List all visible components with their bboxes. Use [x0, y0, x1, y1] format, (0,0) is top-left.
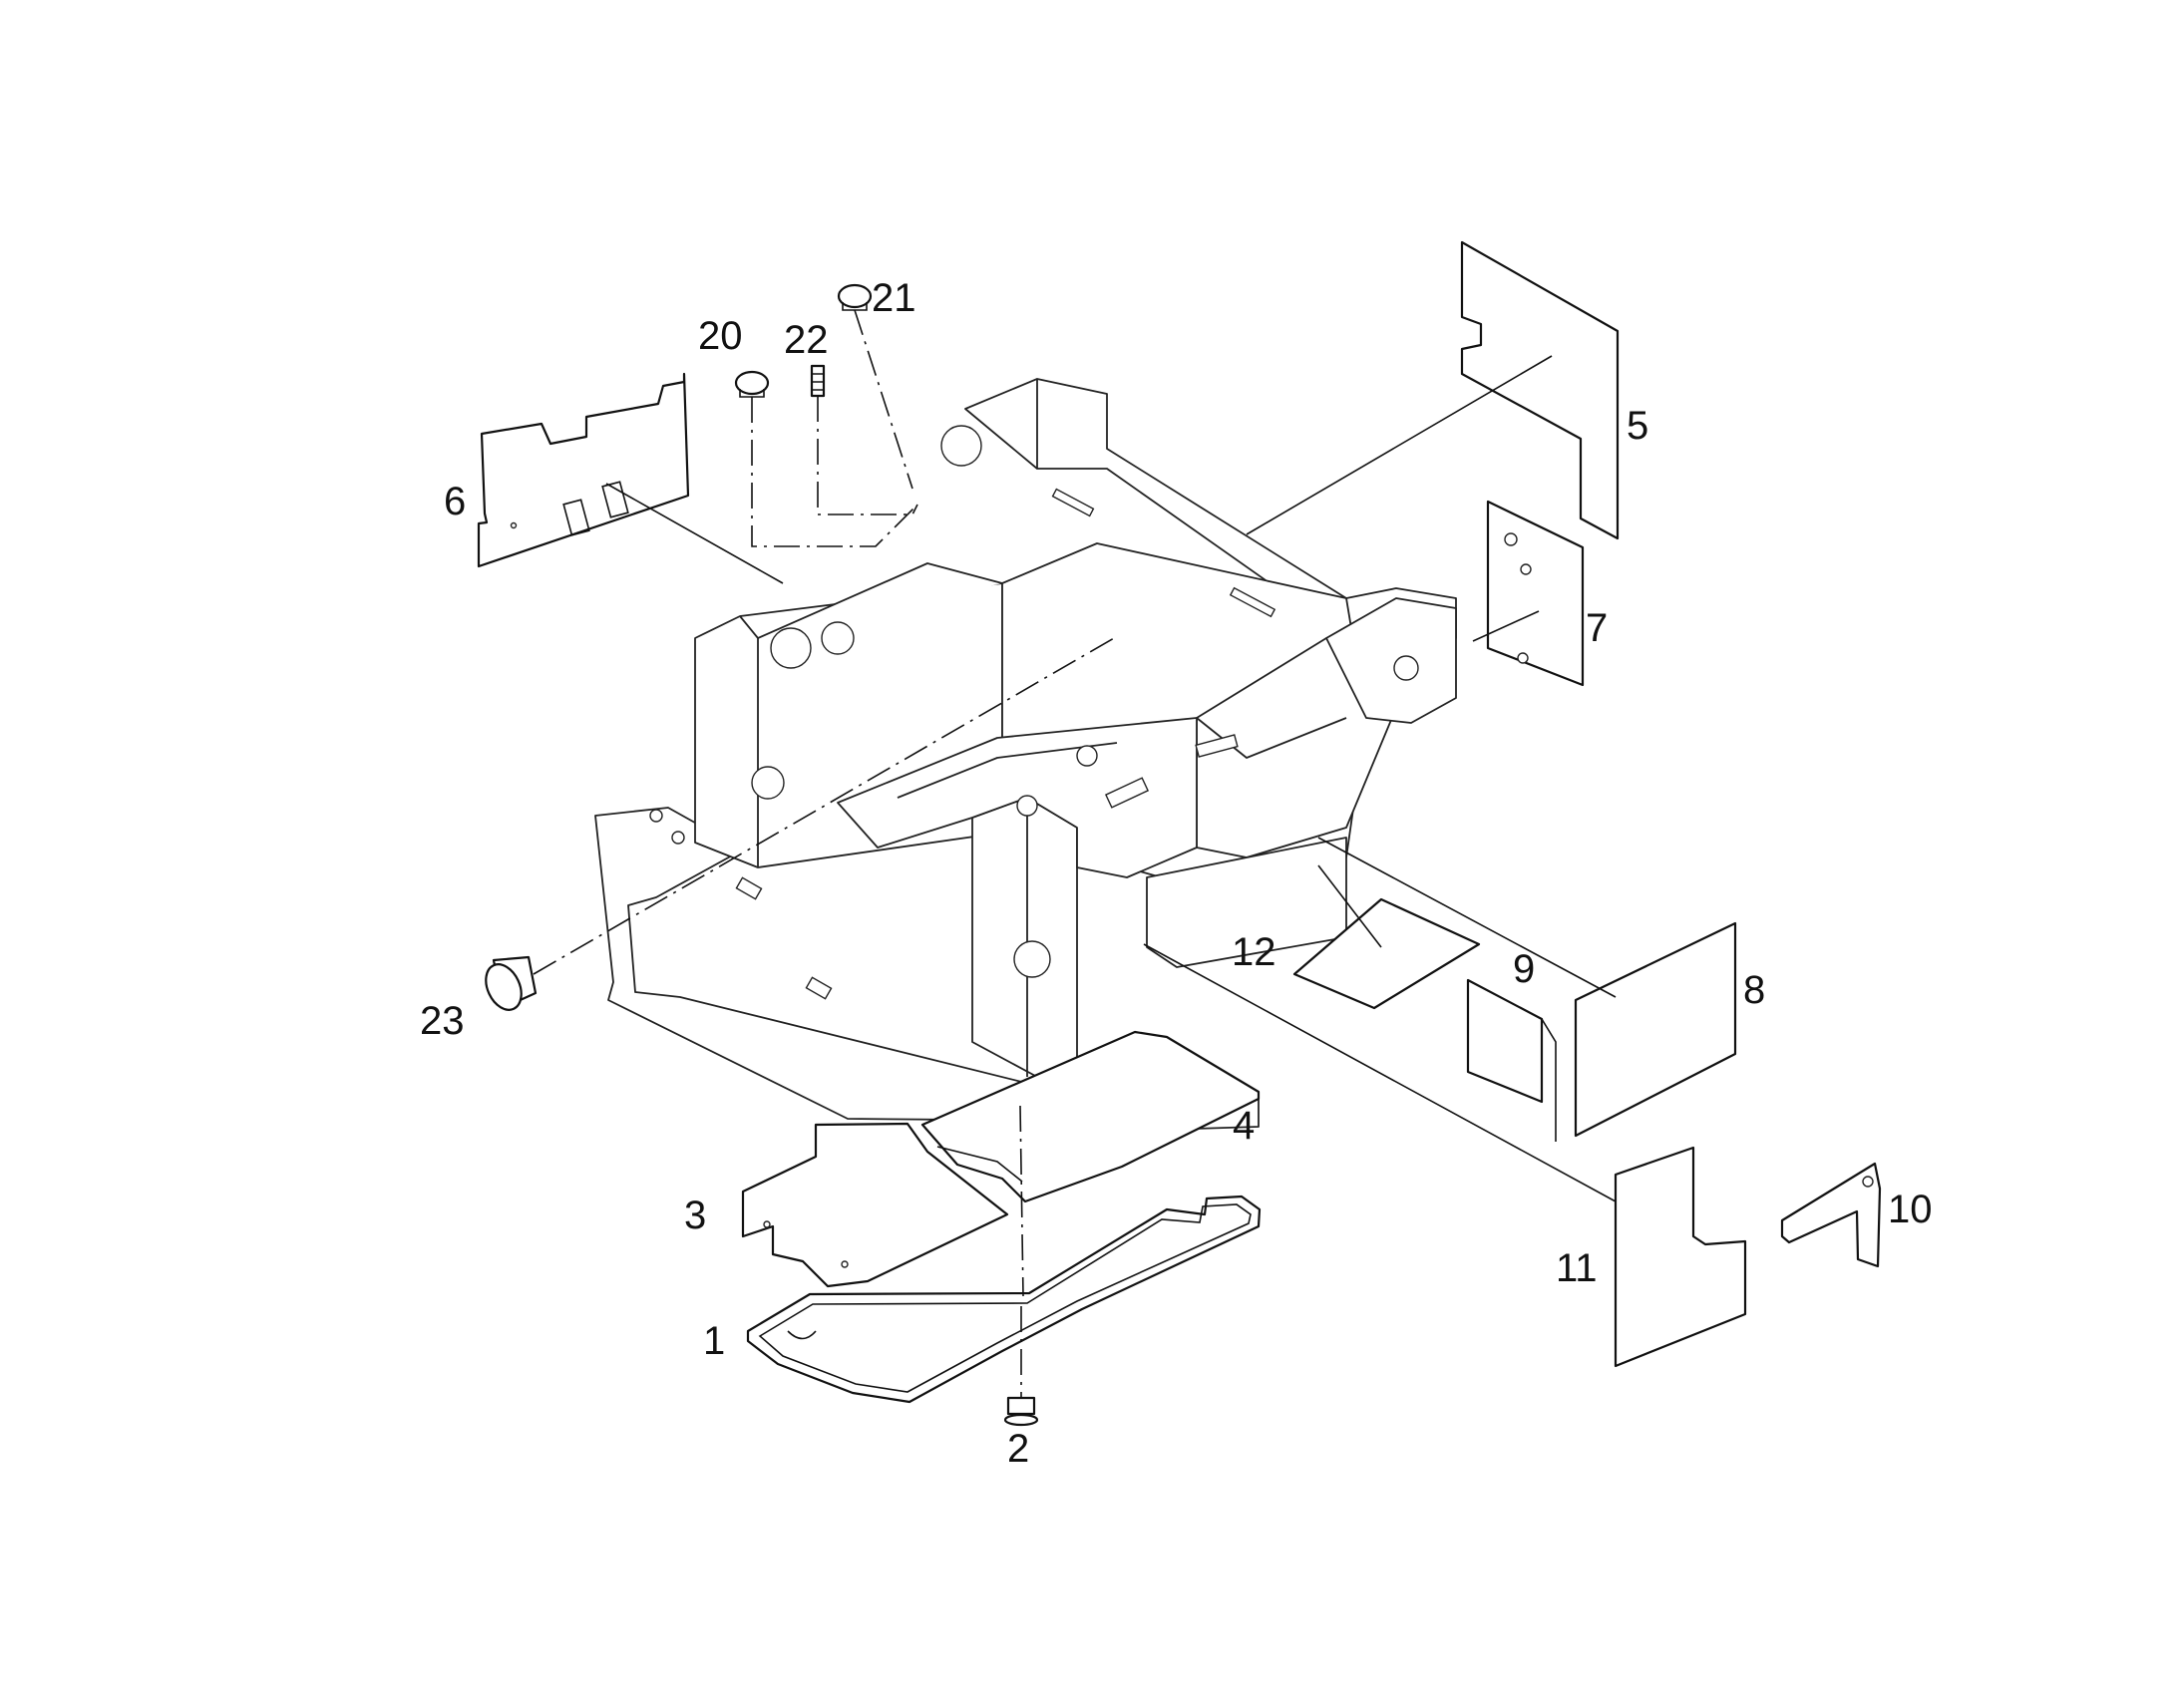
screw-part-22 [810, 364, 826, 398]
callout-10: 10 [1888, 1188, 1933, 1231]
callout-8: 8 [1743, 968, 1765, 1012]
callout-1: 1 [703, 1319, 725, 1363]
callout-20: 20 [698, 314, 743, 358]
mat-part-4 [920, 1030, 1261, 1203]
bracket-part-10 [1780, 1162, 1882, 1268]
panel-part-9 [1466, 978, 1557, 1142]
cap-part-23 [485, 955, 538, 1011]
panel-part-6 [477, 372, 690, 568]
plug-part-20 [734, 370, 770, 398]
mat-part-3 [741, 1122, 1009, 1288]
panel-part-5 [1460, 240, 1620, 540]
callout-21: 21 [872, 276, 916, 320]
main-frame [594, 378, 1457, 1132]
callout-labels: 1 2 3 4 5 6 7 8 9 10 11 12 20 21 22 23 [420, 276, 1933, 1471]
mat-part-1 [746, 1195, 1262, 1404]
plug-part-21 [837, 283, 873, 311]
callout-12: 12 [1232, 930, 1276, 974]
callout-2: 2 [1007, 1427, 1029, 1471]
callout-23: 23 [420, 999, 465, 1043]
panel-part-8 [1574, 921, 1737, 1138]
callout-5: 5 [1627, 404, 1648, 448]
callout-6: 6 [444, 480, 466, 523]
bolt-part-2 [1003, 1396, 1039, 1427]
callout-9: 9 [1513, 947, 1535, 991]
callout-3: 3 [684, 1194, 706, 1237]
mat-part-12 [1292, 897, 1481, 1010]
callout-22: 22 [784, 318, 829, 362]
callout-11: 11 [1556, 1246, 1598, 1290]
callout-7: 7 [1586, 606, 1608, 650]
leader-lines [533, 309, 1617, 1398]
panel-part-11 [1614, 1146, 1747, 1368]
panel-part-7 [1486, 500, 1585, 687]
callout-4: 4 [1233, 1104, 1255, 1148]
